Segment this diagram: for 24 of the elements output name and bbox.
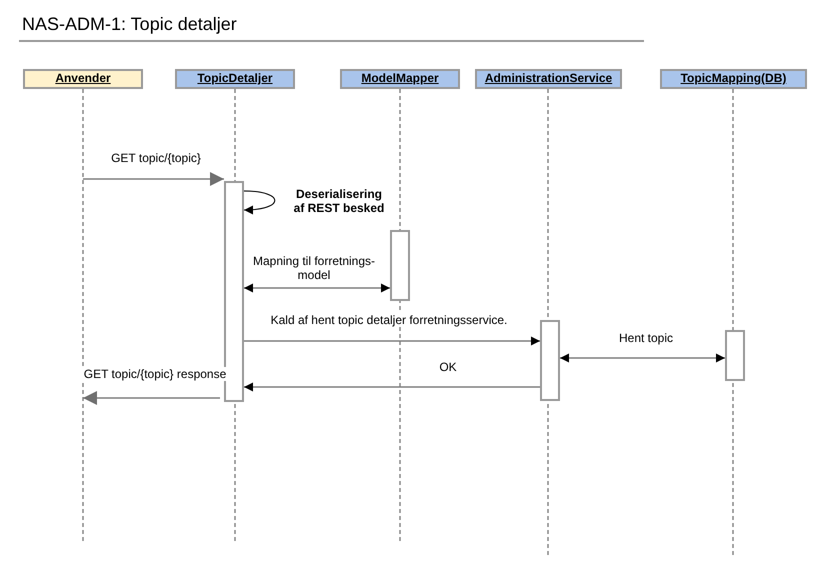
- participant-box: [340, 69, 460, 89]
- participant-name: TopicMapping(DB): [680, 71, 786, 85]
- message-arrow: [244, 336, 540, 346]
- participant-box: [660, 69, 807, 89]
- activation-bar: [725, 330, 745, 381]
- participant-name: AdministrationService: [484, 71, 612, 85]
- message-arrow: [244, 382, 540, 392]
- participant-name: ModelMapper: [361, 71, 439, 85]
- participant-name: Anvender: [55, 71, 111, 85]
- activation-bar: [390, 230, 410, 301]
- message-arrow: [244, 284, 390, 292]
- participant-box: [175, 69, 295, 89]
- participant-box: [23, 69, 143, 89]
- message-arrow: [83, 172, 224, 186]
- participant-box: [475, 69, 622, 89]
- message-arrow: [83, 391, 220, 405]
- activation-bar: [540, 320, 560, 401]
- activation-bar: [224, 181, 244, 402]
- message-arrow: [560, 354, 725, 362]
- message-label: GET topic/{topic} response: [82, 367, 228, 381]
- self-message-arrow: [244, 190, 276, 214]
- participant-name: TopicDetaljer: [197, 71, 273, 85]
- diagram-title: NAS-ADM-1: Topic detaljer: [22, 14, 237, 35]
- message-label: Deserialisering af REST besked: [292, 187, 386, 215]
